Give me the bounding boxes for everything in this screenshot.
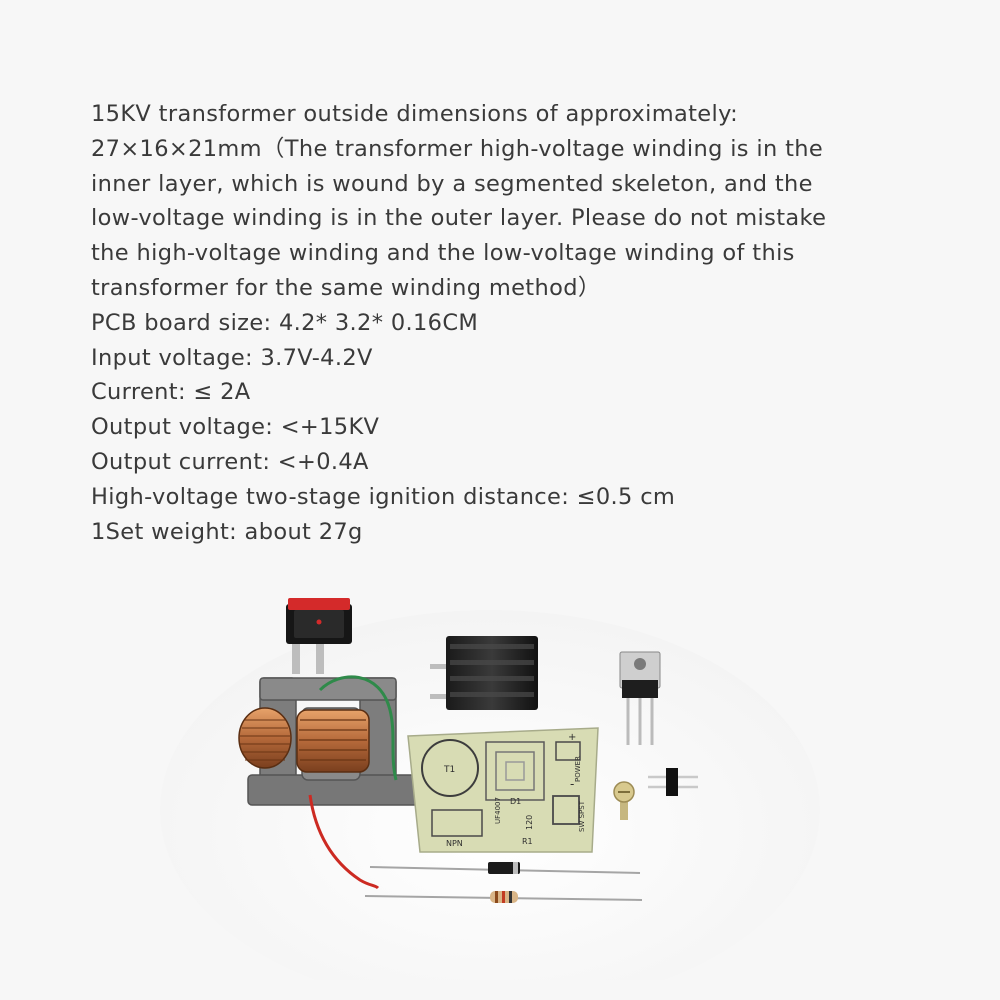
transistor (619, 651, 661, 745)
pcb-label-sw: SW SPST (578, 800, 586, 832)
pcb-label-r1: R1 (522, 837, 533, 846)
spec-input-voltage: Input voltage: 3.7V-4.2V (91, 344, 373, 371)
spec-output-voltage: Output voltage: <+15KV (91, 414, 380, 441)
spec-pcb-size: PCB board size: 4.2* 3.2* 0.16CM (91, 309, 479, 336)
description-line: 15KV transformer outside dimensions of a… (91, 101, 739, 127)
pin-header (648, 768, 698, 796)
pcb-label-plus: + (568, 732, 576, 743)
pcb-label-power: POWER (574, 756, 582, 782)
product-kit-photo: T1 D1 UF4007 R1 120 NPN SW SPST POWER + … (150, 560, 850, 980)
product-description: 15KV transformer outside dimensions of a… (91, 97, 971, 549)
high-voltage-transformer (238, 675, 419, 890)
heatsink (430, 636, 538, 710)
description-line: transformer for the same winding method） (91, 274, 601, 301)
spec-weight: 1Set weight: about 27g (91, 518, 363, 545)
pcb-label-diode-part: UF4007 (494, 797, 502, 824)
description-line: 27×16×21mm（The transformer high-voltage … (91, 135, 824, 162)
pcb-label-d1: D1 (510, 797, 521, 806)
resistor (364, 891, 643, 903)
pcb-label-minus: - (570, 777, 574, 791)
spec-output-current: Output current: <+0.4A (91, 448, 369, 475)
description-line: inner layer, which is wound by a segment… (91, 170, 813, 197)
description-line: low-voltage winding is in the outer laye… (91, 205, 827, 232)
pcb-board: T1 D1 UF4007 R1 120 NPN SW SPST POWER + … (407, 727, 599, 853)
rocker-switch (286, 598, 352, 674)
pcb-label-npn: NPN (446, 839, 463, 848)
description-line: the high-voltage winding and the low-vol… (91, 240, 795, 267)
pcb-label-r1-value: 120 (525, 815, 534, 830)
spec-current: Current: ≤ 2A (91, 379, 251, 406)
screw (613, 781, 635, 820)
spec-ignition-distance: High-voltage two-stage ignition distance… (91, 483, 676, 510)
diode (369, 862, 641, 874)
pcb-label-t1: T1 (443, 765, 455, 775)
